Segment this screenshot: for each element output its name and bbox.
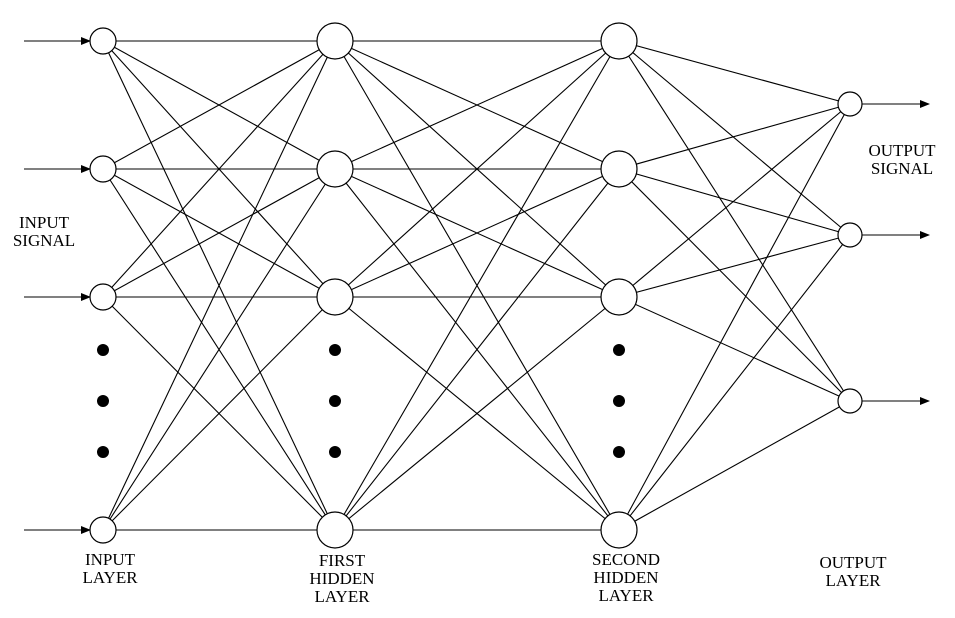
first-hidden-layer-neuron-1 xyxy=(316,150,354,188)
first-hidden-line-2: HIDDEN xyxy=(309,569,375,588)
input-layer-neuron-3 xyxy=(89,516,117,544)
connection-0-2-1 xyxy=(102,168,336,298)
input-signal-line-1: INPUT xyxy=(18,213,70,232)
output-layer-label: OUTPUT LAYER xyxy=(819,554,886,590)
connection-2-1-0 xyxy=(618,103,851,170)
first-hidden-layer-neuron-2 xyxy=(316,278,354,316)
second-hidden-line-3: LAYER xyxy=(598,586,654,605)
input-layer-label: INPUT LAYER xyxy=(82,551,137,587)
connection-0-2-0 xyxy=(102,40,336,298)
input-layer-ellipsis-dot-0 xyxy=(97,344,109,356)
second-hidden-layer-ellipsis-dot-2 xyxy=(613,446,625,458)
connections xyxy=(102,40,851,531)
input-layer-neuron-2 xyxy=(89,283,117,311)
connection-1-3-0 xyxy=(334,40,620,531)
second-hidden-layer-neuron-1 xyxy=(600,150,638,188)
connection-2-2-2 xyxy=(618,296,851,402)
second-hidden-layer-neuron-0 xyxy=(600,22,638,60)
connection-1-3-1 xyxy=(334,168,620,531)
input-layer-neuron-1 xyxy=(89,155,117,183)
connection-0-3-2 xyxy=(102,296,336,531)
second-hidden-layer-ellipsis-dot-0 xyxy=(613,344,625,356)
input-layer-line-1: INPUT xyxy=(84,550,136,569)
output-signal-line-1: OUTPUT xyxy=(868,141,936,160)
first-hidden-layer-neuron-0 xyxy=(316,22,354,60)
output-layer-neuron-1 xyxy=(837,222,863,248)
second-hidden-layer-label: SECOND HIDDEN LAYER xyxy=(592,551,660,605)
connection-1-2-0 xyxy=(334,40,620,298)
connection-1-2-1 xyxy=(334,168,620,298)
first-hidden-layer-ellipsis-dot-0 xyxy=(329,344,341,356)
output-layer-line-2: LAYER xyxy=(825,571,881,590)
second-hidden-line-1: SECOND xyxy=(591,550,661,569)
first-hidden-layer-neuron-3 xyxy=(316,511,354,549)
second-hidden-layer-neuron-2 xyxy=(600,278,638,316)
input-layer-ellipsis-dot-1 xyxy=(97,395,109,407)
second-hidden-line-2: HIDDEN xyxy=(593,568,659,587)
first-hidden-line-3: LAYER xyxy=(314,587,370,606)
connection-0-3-0 xyxy=(102,40,336,531)
input-signal-line-2: SIGNAL xyxy=(12,231,76,250)
connection-2-3-1 xyxy=(618,234,851,531)
connection-2-0-0 xyxy=(618,40,851,105)
connection-2-0-2 xyxy=(618,40,851,402)
output-layer-neuron-0 xyxy=(837,91,863,117)
connection-2-1-1 xyxy=(618,168,851,236)
output-signal-line-2: SIGNAL xyxy=(870,159,934,178)
first-hidden-layer-label: FIRST HIDDEN LAYER xyxy=(309,552,374,606)
first-hidden-layer-ellipsis-dot-1 xyxy=(329,395,341,407)
neurons xyxy=(89,22,863,549)
connection-2-1-2 xyxy=(618,168,851,402)
output-layer-line-1: OUTPUT xyxy=(819,553,887,572)
ellipsis-dots xyxy=(97,344,625,458)
connection-2-2-0 xyxy=(618,103,851,298)
second-hidden-layer-ellipsis-dot-1 xyxy=(613,395,625,407)
output-signal-label: OUTPUT SIGNAL xyxy=(868,142,935,178)
connection-0-3-1 xyxy=(102,168,336,531)
input-layer-line-2: LAYER xyxy=(82,568,138,587)
connection-1-3-2 xyxy=(334,296,620,531)
connection-0-1-0 xyxy=(102,40,336,170)
input-signal-label: INPUT SIGNAL xyxy=(13,214,75,250)
first-hidden-layer-ellipsis-dot-2 xyxy=(329,446,341,458)
input-layer-neuron-0 xyxy=(89,27,117,55)
connection-1-1-0 xyxy=(334,40,620,170)
second-hidden-layer-neuron-3 xyxy=(600,511,638,549)
connection-2-0-1 xyxy=(618,40,851,236)
input-layer-ellipsis-dot-2 xyxy=(97,446,109,458)
connection-2-3-2 xyxy=(618,400,851,531)
connection-2-3-0 xyxy=(618,103,851,531)
first-hidden-line-1: FIRST xyxy=(318,551,366,570)
connection-2-2-1 xyxy=(618,234,851,298)
signal-arrows xyxy=(24,37,930,534)
output-layer-neuron-2 xyxy=(837,388,863,414)
